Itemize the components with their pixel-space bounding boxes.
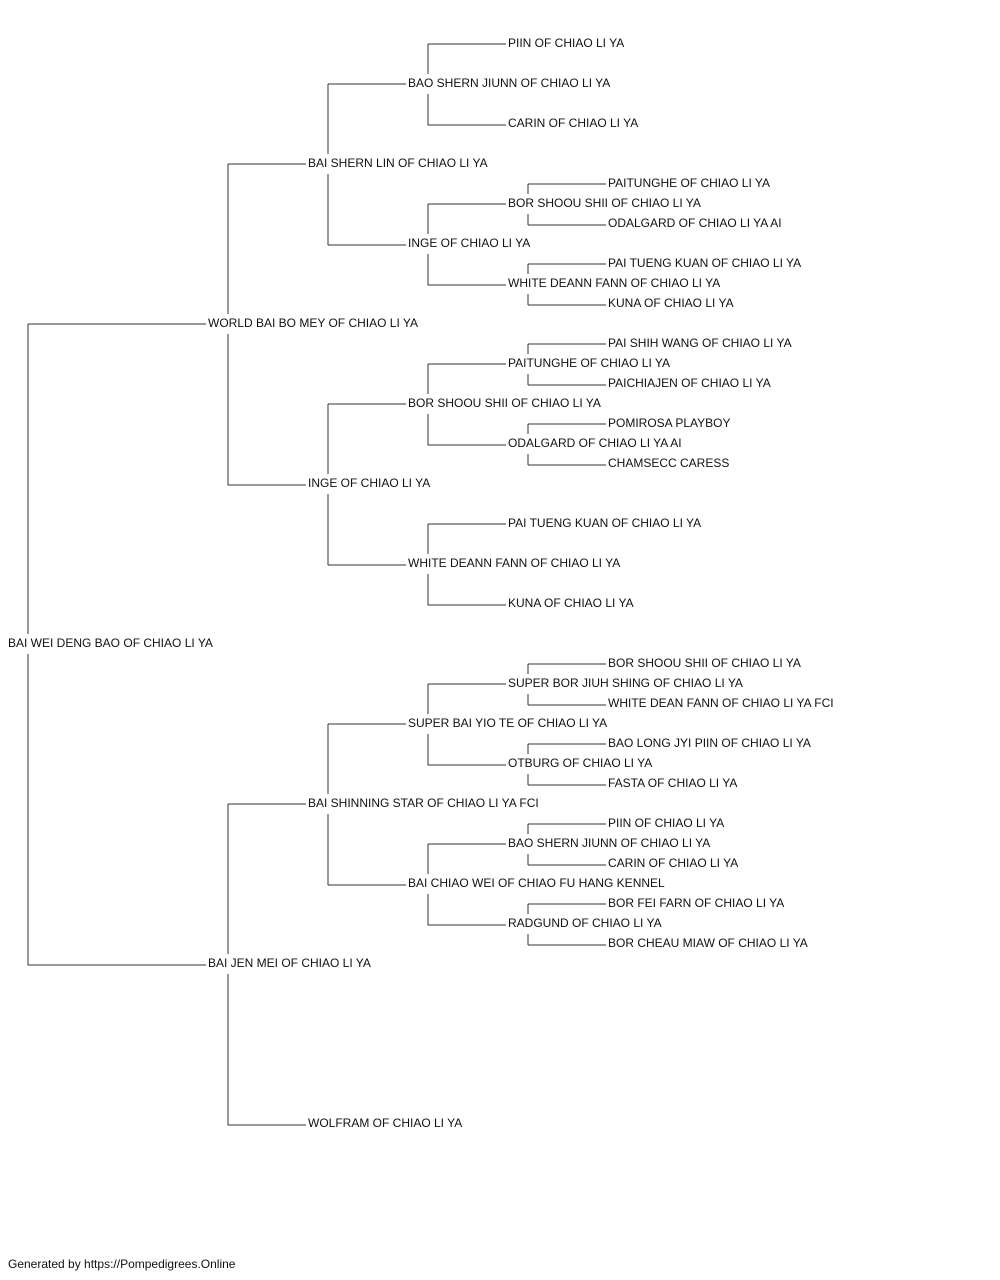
pedigree-name-gen4: PAITUNGHE OF CHIAO LI YA bbox=[508, 356, 670, 370]
pedigree-name-gen2: BAI SHERN LIN OF CHIAO LI YA bbox=[308, 156, 488, 170]
pedigree-name-gen5: BOR CHEAU MIAW OF CHIAO LI YA bbox=[608, 936, 808, 950]
pedigree-name-gen5: BOR SHOOU SHII OF CHIAO LI YA bbox=[608, 656, 801, 670]
pedigree-name-gen3: WHITE DEANN FANN OF CHIAO LI YA bbox=[408, 556, 620, 570]
pedigree-name-gen5: FASTA OF CHIAO LI YA bbox=[608, 776, 737, 790]
pedigree-name-gen4: BAO SHERN JIUNN OF CHIAO LI YA bbox=[508, 836, 710, 850]
pedigree-name-gen2: WOLFRAM OF CHIAO LI YA bbox=[308, 1116, 462, 1130]
pedigree-name-gen5: ODALGARD OF CHIAO LI YA AI bbox=[608, 216, 782, 230]
pedigree-name-gen4: CARIN OF CHIAO LI YA bbox=[508, 116, 638, 130]
pedigree-name-gen4: ODALGARD OF CHIAO LI YA AI bbox=[508, 436, 682, 450]
footer-credit: Generated by https://Pompedigrees.Online bbox=[8, 1257, 236, 1271]
pedigree-name-gen5: BAO LONG JYI PIIN OF CHIAO LI YA bbox=[608, 736, 811, 750]
pedigree-name-gen5: KUNA OF CHIAO LI YA bbox=[608, 296, 734, 310]
pedigree-name-gen4: PAI TUENG KUAN OF CHIAO LI YA bbox=[508, 516, 701, 530]
pedigree-name-gen4: BOR SHOOU SHII OF CHIAO LI YA bbox=[508, 196, 701, 210]
pedigree-name-gen4: OTBURG OF CHIAO LI YA bbox=[508, 756, 652, 770]
pedigree-name-gen0: BAI WEI DENG BAO OF CHIAO LI YA bbox=[8, 636, 213, 650]
pedigree-name-gen5: PAITUNGHE OF CHIAO LI YA bbox=[608, 176, 770, 190]
pedigree-name-gen3: SUPER BAI YIO TE OF CHIAO LI YA bbox=[408, 716, 607, 730]
pedigree-name-gen4: KUNA OF CHIAO LI YA bbox=[508, 596, 634, 610]
pedigree-name-gen3: BOR SHOOU SHII OF CHIAO LI YA bbox=[408, 396, 601, 410]
pedigree-name-gen5: BOR FEI FARN OF CHIAO LI YA bbox=[608, 896, 784, 910]
pedigree-name-gen5: CARIN OF CHIAO LI YA bbox=[608, 856, 738, 870]
pedigree-name-gen4: WHITE DEANN FANN OF CHIAO LI YA bbox=[508, 276, 720, 290]
pedigree-name-gen5: PAICHIAJEN OF CHIAO LI YA bbox=[608, 376, 771, 390]
pedigree-name-gen5: PAI SHIH WANG OF CHIAO LI YA bbox=[608, 336, 792, 350]
pedigree-name-gen1: BAI JEN MEI OF CHIAO LI YA bbox=[208, 956, 371, 970]
pedigree-name-gen2: BAI SHINNING STAR OF CHIAO LI YA FCI bbox=[308, 796, 539, 810]
pedigree-name-gen1: WORLD BAI BO MEY OF CHIAO LI YA bbox=[208, 316, 418, 330]
pedigree-name-gen3: BAO SHERN JIUNN OF CHIAO LI YA bbox=[408, 76, 610, 90]
pedigree-name-gen4: SUPER BOR JIUH SHING OF CHIAO LI YA bbox=[508, 676, 743, 690]
pedigree-name-gen5: PAI TUENG KUAN OF CHIAO LI YA bbox=[608, 256, 801, 270]
pedigree-name-gen5: CHAMSECC CARESS bbox=[608, 456, 729, 470]
pedigree-name-gen4: PIIN OF CHIAO LI YA bbox=[508, 36, 624, 50]
pedigree-name-gen3: BAI CHIAO WEI OF CHIAO FU HANG KENNEL bbox=[408, 876, 665, 890]
pedigree-name-gen5: WHITE DEAN FANN OF CHIAO LI YA FCI bbox=[608, 696, 834, 710]
pedigree-name-gen3: INGE OF CHIAO LI YA bbox=[408, 236, 530, 250]
pedigree-name-gen2: INGE OF CHIAO LI YA bbox=[308, 476, 430, 490]
pedigree-name-gen5: POMIROSA PLAYBOY bbox=[608, 416, 730, 430]
pedigree-name-gen5: PIIN OF CHIAO LI YA bbox=[608, 816, 724, 830]
pedigree-name-gen4: RADGUND OF CHIAO LI YA bbox=[508, 916, 662, 930]
